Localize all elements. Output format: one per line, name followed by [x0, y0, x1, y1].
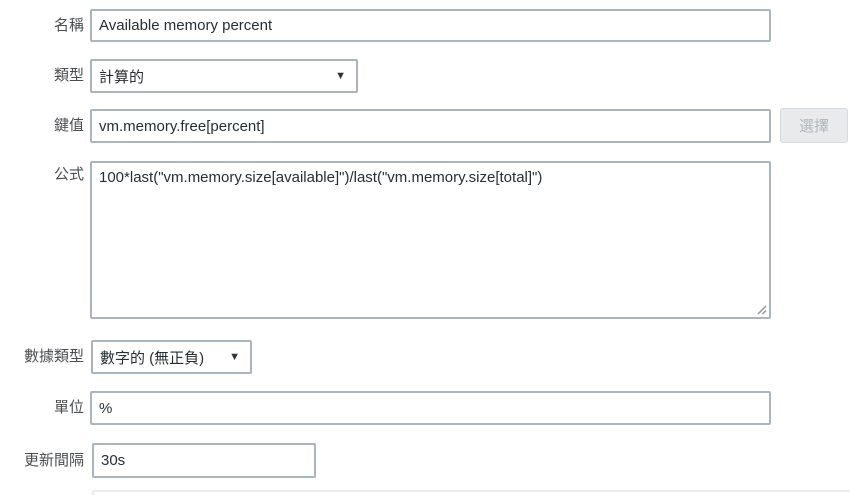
key-field-label: 鍵值: [53, 117, 84, 134]
formula-textarea[interactable]: 100*last("vm.memory.size[available]")/la…: [90, 161, 771, 319]
units-input[interactable]: [90, 391, 771, 425]
data-type-field-label: 數據類型: [23, 348, 84, 365]
data-type-select-value: 數字的 (無正負): [100, 349, 205, 367]
key-input[interactable]: [90, 109, 771, 143]
chevron-down-icon: ▼: [335, 69, 346, 82]
type-select[interactable]: 計算的 ▼: [90, 59, 358, 93]
type-select-value: 計算的: [99, 68, 145, 86]
formula-textarea-wrapper: 100*last("vm.memory.size[available]")/la…: [90, 161, 771, 319]
chevron-down-icon: ▼: [229, 350, 240, 363]
update-interval-field-label: 更新間隔: [23, 452, 84, 469]
update-interval-input[interactable]: [92, 443, 316, 478]
resize-handle-icon[interactable]: [757, 305, 767, 315]
select-button[interactable]: 選擇: [780, 108, 848, 143]
custom-intervals-section-stub: [92, 490, 850, 495]
type-field-label: 類型: [53, 67, 84, 84]
data-type-select[interactable]: 數字的 (無正負) ▼: [91, 340, 252, 374]
name-input[interactable]: [90, 9, 771, 42]
units-field-label: 單位: [53, 399, 84, 416]
formula-field-label: 公式: [53, 166, 84, 183]
name-field-label: 名稱: [53, 17, 84, 34]
